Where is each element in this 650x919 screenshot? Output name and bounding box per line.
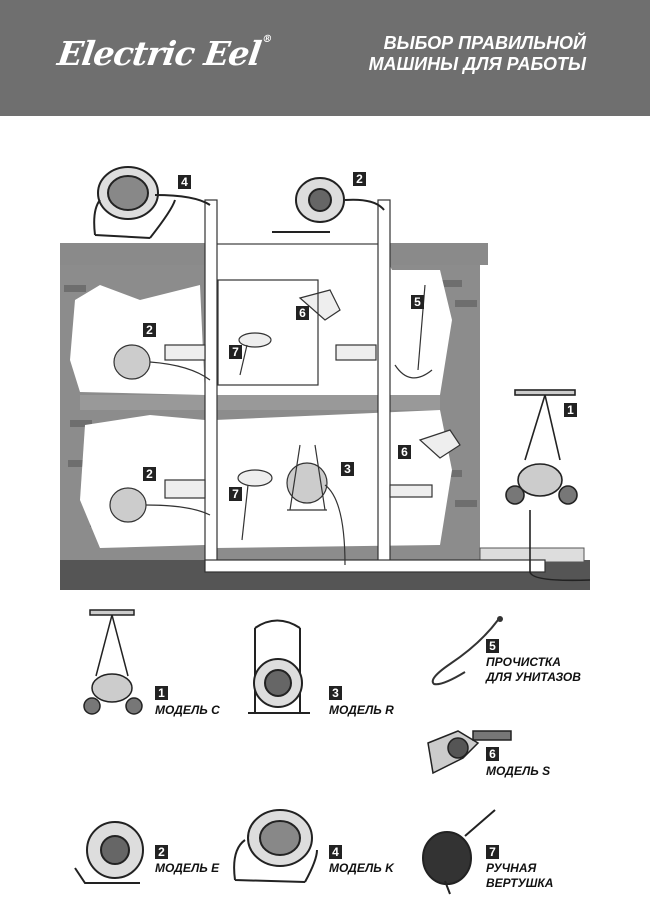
callout-4: 4 [178,175,191,189]
fixtures-upper-left [113,332,272,381]
legend-num-hand-spinner: 7 [486,845,499,859]
house-diagram [60,166,591,590]
page-title-line1: ВЫБОР ПРАВИЛЬНОЙ [383,33,586,53]
legend-num-model-k: 4 [329,845,342,859]
callout-2-upper: 2 [143,323,156,337]
model-r-thumbnail [248,619,310,714]
callout-2-top: 2 [353,172,366,186]
legend-num-model-c: 1 [155,686,168,700]
machine-2-top-drawing [272,177,385,233]
machine-4-drawing [93,166,211,239]
toilet-auger-thumbnail [431,616,503,686]
model-c-thumbnail [83,609,143,715]
legend-label-toilet-auger-2: ДЛЯ УНИТАЗОВ [486,670,581,684]
callout-6-lower: 6 [398,445,411,459]
machine-1-drawing [505,389,591,582]
room-upper-right [215,245,452,395]
legend-label-hand-spinner-2: ВЕРТУШКА [486,876,554,890]
callout-5: 5 [411,295,424,309]
callout-7-upper: 7 [229,345,242,359]
legend-num-model-r: 3 [329,686,342,700]
model-k-thumbnail [233,809,318,883]
model-e-thumbnail [74,821,144,884]
legend-label-model-r: МОДЕЛЬ R [329,703,394,717]
legend-label-model-k: МОДЕЛЬ K [329,861,394,875]
legend-num-model-s: 6 [486,747,499,761]
legend-num-model-e: 2 [155,845,168,859]
legend-label-toilet-auger-1: ПРОЧИСТКА [486,655,561,669]
model-s-thumbnail [427,730,512,775]
callout-6-upper: 6 [296,306,309,320]
legend-label-model-s: МОДЕЛЬ S [486,764,551,778]
fixtures-upper-right [217,279,433,386]
callout-3: 3 [341,462,354,476]
page-title-line2: МАШИНЫ ДЛЯ РАБОТЫ [368,54,586,74]
callout-7-lower: 7 [229,487,242,501]
legend-num-toilet-auger: 5 [486,639,499,653]
callout-1: 1 [564,403,577,417]
header-banner: Electric Eel® ВЫБОР ПРАВИЛЬНОЙ МАШИНЫ ДЛ… [0,0,650,116]
electric-eel-logo: Electric Eel® [55,34,272,73]
legend-label-hand-spinner-1: РУЧНАЯ [486,861,537,875]
callout-2-lower: 2 [143,467,156,481]
room-lower-right [215,410,452,548]
middle-floor [80,395,440,410]
fixtures-lower [109,429,461,566]
room-lower-left [80,415,205,548]
page-title: ВЫБОР ПРАВИЛЬНОЙ МАШИНЫ ДЛЯ РАБОТЫ [369,33,586,75]
pipes [204,199,546,573]
hand-spinner-thumbnail [422,809,496,895]
legend-label-model-c: МОДЕЛЬ C [155,703,220,717]
legend-label-model-e: МОДЕЛЬ E [155,861,220,875]
room-upper-left [70,285,205,395]
